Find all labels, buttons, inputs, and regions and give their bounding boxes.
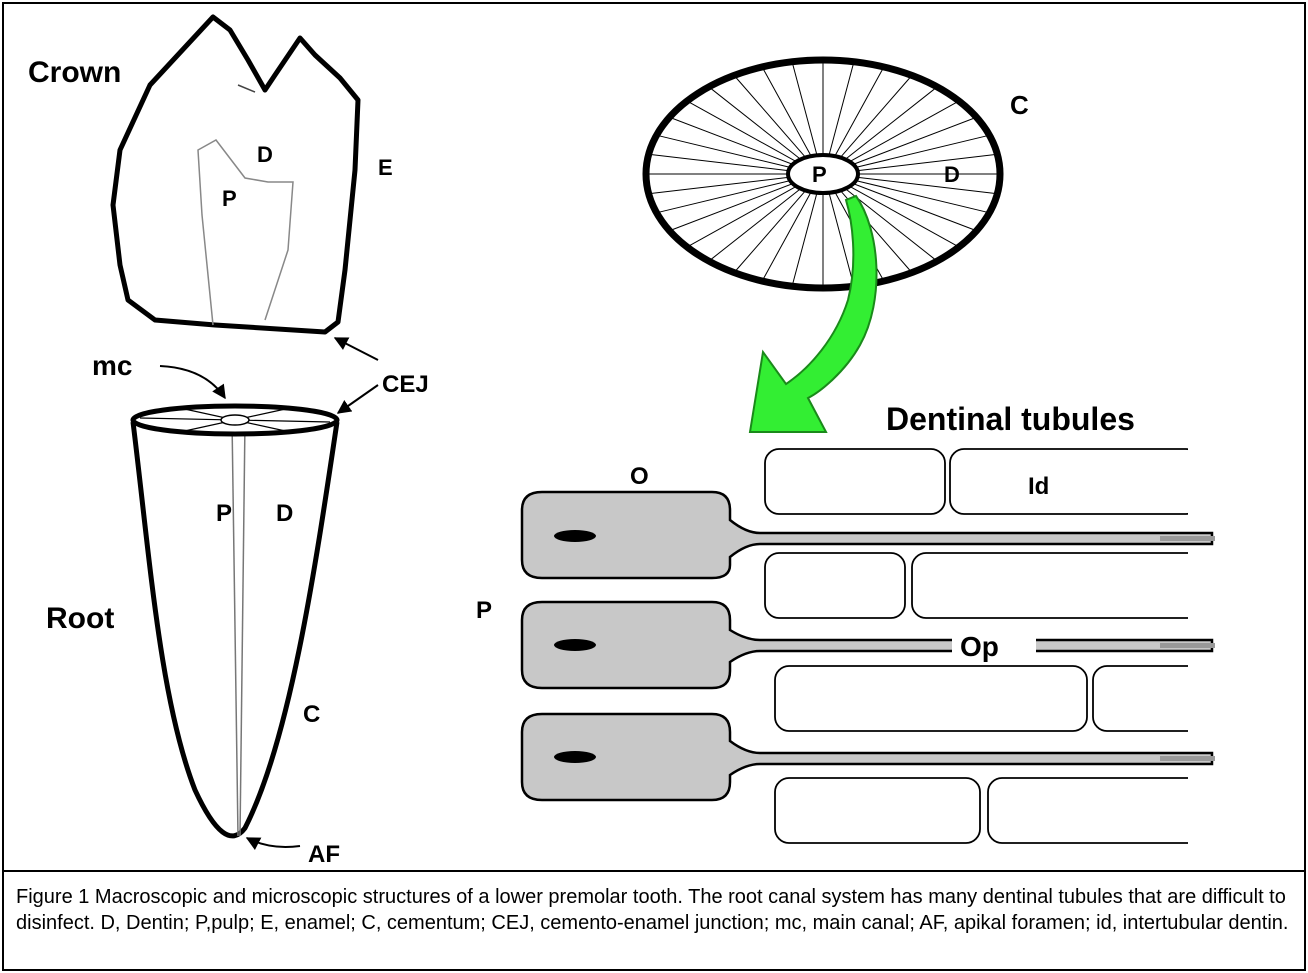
tubule-spoke <box>793 64 818 159</box>
mc-label: mc <box>92 350 132 381</box>
dentinal-tubules-title: Dentinal tubules <box>886 401 1135 437</box>
cej-arrow-lower <box>338 385 378 413</box>
crown-enamel-label: E <box>378 155 393 180</box>
root-top-canal <box>221 415 249 425</box>
tubule-spoke <box>689 184 800 246</box>
crown-outline <box>113 17 358 332</box>
root-dentin-label: D <box>276 500 293 527</box>
crown-label: Crown <box>28 56 121 89</box>
af-label: AF <box>308 841 340 868</box>
pulp-cells-label: P <box>476 597 492 624</box>
crown-pulp-label: P <box>222 186 237 211</box>
section-cementum-label: C <box>1010 90 1029 120</box>
tubule-spoke <box>763 69 813 159</box>
tubule-spoke <box>846 102 957 164</box>
mc-arrow <box>160 366 225 398</box>
intertubular-dentin-label: Id <box>1028 473 1049 500</box>
green-arrow <box>750 196 877 432</box>
cej-arrow-upper <box>335 338 378 360</box>
tubule-spoke <box>689 102 800 164</box>
tubule-spoke <box>763 189 813 279</box>
root-pulp-label: P <box>216 500 232 527</box>
tooth-diagram: Crown D P E CEJ mc P D Root C AF P D C D… <box>0 0 1308 870</box>
root-label: Root <box>46 602 114 635</box>
af-arrow <box>247 838 300 847</box>
caption-divider <box>2 870 1306 872</box>
odontoblast-process-label: Op <box>960 631 999 662</box>
section-pulp-label: P <box>812 162 827 187</box>
odontoblast-label: O <box>630 463 649 490</box>
figure-caption: Figure 1 Macroscopic and microscopic str… <box>16 884 1296 936</box>
root-cementum-label: C <box>303 701 320 728</box>
crown-dentin-label: D <box>257 142 273 167</box>
tubule-spoke <box>793 190 818 285</box>
cej-label: CEJ <box>382 371 429 398</box>
section-dentin-label: D <box>944 162 960 187</box>
tubule-spoke <box>833 69 883 159</box>
tubule-spoke <box>828 64 853 159</box>
